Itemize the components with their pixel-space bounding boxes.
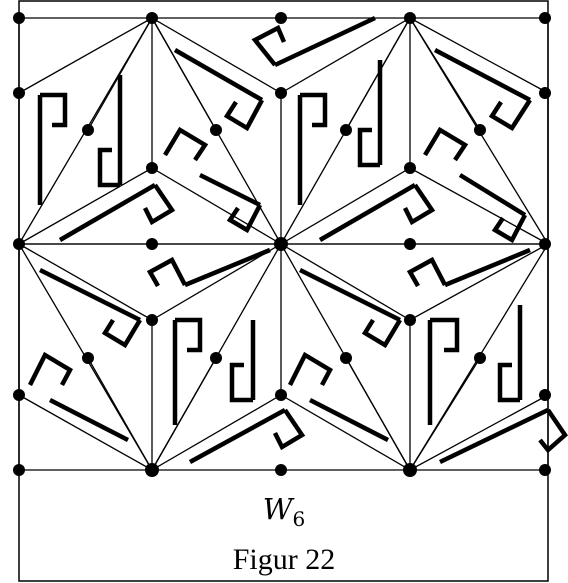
motif-hooks <box>30 18 565 462</box>
